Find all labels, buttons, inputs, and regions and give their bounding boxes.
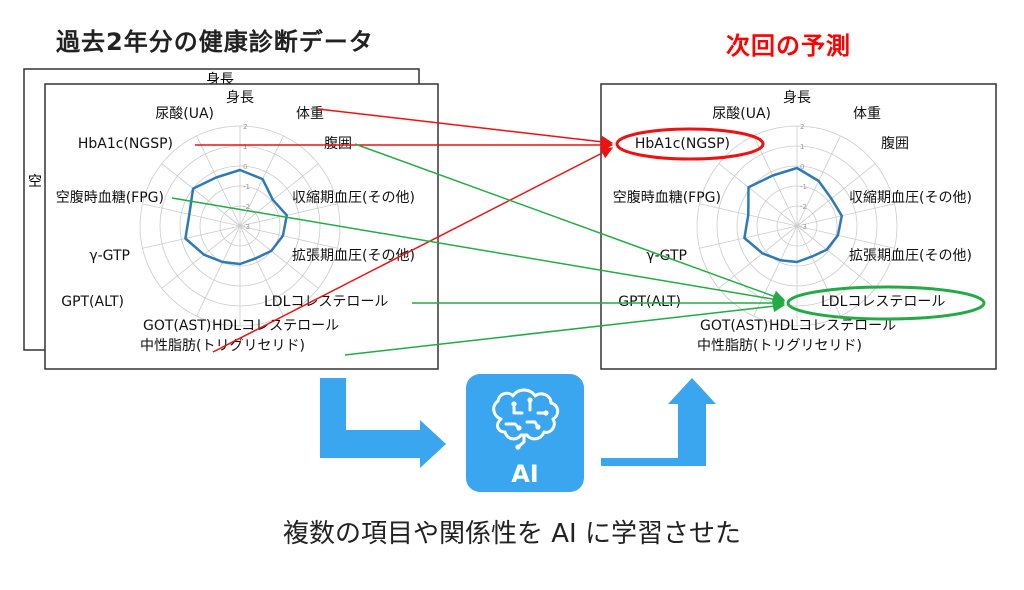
predicted-grid-spoke xyxy=(796,225,841,317)
past-axis-label: 空腹時血糖(FPG) xyxy=(56,189,164,206)
predicted-axis-label: 体重 xyxy=(853,106,881,122)
predicted-axis-label: LDLコレステロール xyxy=(821,294,945,310)
predicted-tick-label: 0 xyxy=(800,163,804,171)
past-grid-spoke xyxy=(239,225,284,317)
past-axis-label: HbA1c(NGSP) xyxy=(78,136,173,152)
predicted-axis-label: HbA1c(NGSP) xyxy=(635,136,730,152)
ai-badge: AI xyxy=(466,374,584,492)
arrow-waist-to-ldl xyxy=(354,143,786,302)
past-axis-label: γ-GTP xyxy=(89,248,130,264)
past-axis-label: 身長 xyxy=(226,90,254,106)
predicted-grid-spoke xyxy=(699,225,798,249)
past-axis-label: GOT(AST) xyxy=(143,318,211,334)
red-arrows xyxy=(195,108,614,353)
predicted-tick-label: 1 xyxy=(800,143,804,151)
caption-text: 複数の項目や関係性を AI に学習させた xyxy=(283,519,741,549)
past-grid-spoke xyxy=(196,135,241,227)
past-grid-spoke xyxy=(239,203,338,227)
predicted-axis-label: GOT(AST) xyxy=(700,318,768,334)
past-grid-spoke xyxy=(142,225,241,249)
predicted-grid-spoke xyxy=(796,225,876,289)
predicted-axis-label: 中性脂肪(トリグリセリド) xyxy=(697,338,862,354)
predicted-grid-spoke xyxy=(796,203,895,227)
past-grid-spoke xyxy=(142,203,241,227)
past-axis-label: 腹囲 xyxy=(324,135,352,152)
flow-arrow-right xyxy=(601,378,716,466)
past-tick-label: -1 xyxy=(243,183,250,191)
predicted-tick-label: -2 xyxy=(800,203,807,211)
predicted-grid-spoke xyxy=(718,163,798,227)
arrow-weight-to-hba1c xyxy=(317,108,614,148)
past-tick-label: 1 xyxy=(243,143,247,151)
past-axis-label: 収縮期血圧(その他) xyxy=(292,190,415,206)
predicted-axis-label: 収縮期血圧(その他) xyxy=(849,190,972,206)
arrow-fpg-to-ldl xyxy=(171,197,786,306)
past-tick-label: -2 xyxy=(243,203,250,211)
predicted-axis-label: γ-GTP xyxy=(646,248,687,264)
past-grid-spoke xyxy=(239,225,319,289)
back-chart-side-label: 空 xyxy=(28,174,42,190)
predicted-tick-label: 2 xyxy=(800,123,804,131)
past-axis-label: LDLコレステロール xyxy=(264,294,388,310)
predicted-axis-label: 尿酸(UA) xyxy=(712,106,771,122)
past-axis-label: 中性脂肪(トリグリセリド) xyxy=(140,338,305,354)
flow-arrow-left xyxy=(320,378,446,468)
past-series-line xyxy=(184,168,289,266)
predicted-grid-spoke xyxy=(753,225,798,317)
predicted-axis-label: 腹囲 xyxy=(881,135,909,152)
past-grid-spoke xyxy=(161,225,241,289)
prediction-title: 次回の予測 xyxy=(726,32,851,60)
past-grid-spoke xyxy=(239,163,319,227)
predicted-axis-label: HDLコレステロール xyxy=(769,318,896,334)
ai-badge-label: AI xyxy=(511,460,539,488)
arrow-got-to-hba1c xyxy=(212,147,614,353)
predicted-grid-spoke xyxy=(796,163,876,227)
past-grid-spoke xyxy=(161,163,241,227)
past-axis-label: 拡張期血圧(その他) xyxy=(292,248,415,264)
predicted-tick-label: -3 xyxy=(800,223,807,231)
past-grid-spoke xyxy=(239,225,338,249)
predicted-tick-label: -1 xyxy=(800,183,807,191)
predicted-grid-spoke xyxy=(718,225,798,289)
hba1c-highlight-ellipse xyxy=(615,127,765,161)
past-axis-label: HDLコレステロール xyxy=(212,318,339,334)
predicted-axis-label: 身長 xyxy=(783,90,811,106)
past-axis-label: 体重 xyxy=(296,106,324,122)
past-grid-spoke xyxy=(196,225,241,317)
predicted-axis-label: 拡張期血圧(その他) xyxy=(849,248,972,264)
predicted-axis-label: 空腹時血糖(FPG) xyxy=(613,189,721,206)
green-arrows xyxy=(171,143,786,356)
predicted-axis-label: GPT(ALT) xyxy=(618,294,681,310)
past-tick-label: 2 xyxy=(243,123,247,131)
past-axis-label: GPT(ALT) xyxy=(61,294,124,310)
past-tick-label: -3 xyxy=(243,223,250,231)
past-data-title: 過去2年分の健康診断データ xyxy=(56,28,374,56)
arrow-tg-to-ldl xyxy=(344,300,786,356)
past-axis-label: 尿酸(UA) xyxy=(155,106,214,122)
predicted-grid-spoke xyxy=(796,225,895,249)
predicted-grid-spoke xyxy=(753,135,798,227)
past-tick-label: 0 xyxy=(243,163,247,171)
predicted-series-line xyxy=(743,166,844,264)
ldl-highlight-ellipse xyxy=(786,285,986,321)
